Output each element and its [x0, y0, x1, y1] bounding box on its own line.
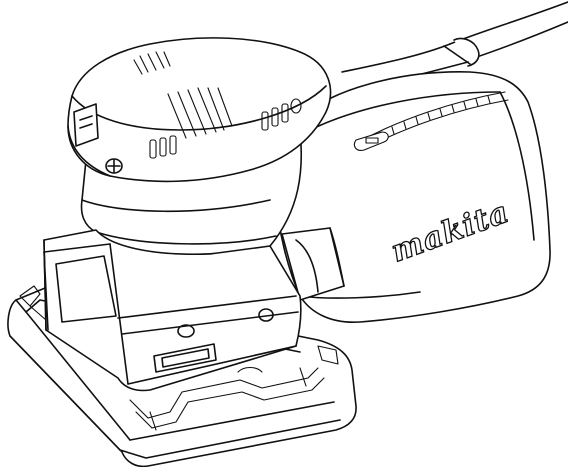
housing-screws: [177, 308, 274, 338]
dust-bag-zipper: [353, 91, 509, 151]
screw-right: [258, 308, 274, 322]
screw-left: [177, 324, 195, 338]
top-grip: [67, 37, 332, 183]
dust-port: [281, 227, 345, 301]
paper-clamp-left: [19, 285, 47, 321]
paper-clamp-front: [129, 345, 339, 431]
power-cord: [341, 1, 568, 91]
switch-slider: [153, 343, 217, 373]
dust-bag: [274, 71, 551, 323]
side-vent-slots: [149, 98, 302, 159]
left-side-switch: [73, 103, 99, 147]
top-vent-slots: [133, 51, 233, 139]
lower-housing: [43, 229, 302, 392]
lock-button: [105, 158, 123, 174]
